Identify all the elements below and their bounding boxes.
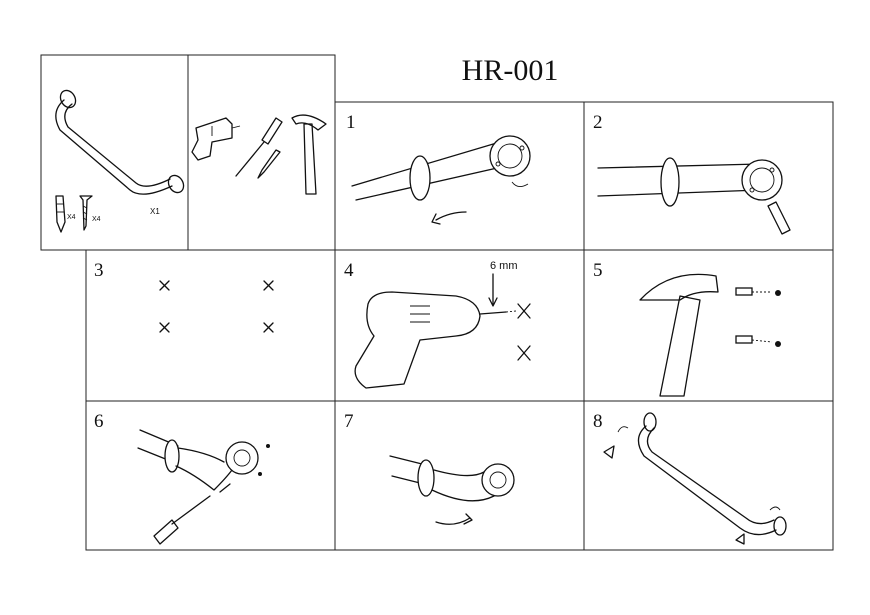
pencil-tool-icon [257, 149, 281, 179]
step-3-number: 3 [94, 260, 104, 281]
step-5-illustration [639, 273, 781, 397]
anchor-quantity: X4 [67, 214, 76, 221]
step-2-number: 2 [593, 112, 603, 133]
anchor-icon [735, 287, 781, 347]
rotate-arrow-icon [435, 211, 467, 221]
drill-tool-icon [191, 117, 241, 161]
arrow-icon [603, 445, 615, 459]
arrow-icon [735, 533, 745, 545]
screw-quantity: X4 [92, 216, 101, 223]
step-1-number: 1 [346, 112, 356, 133]
step-8-illustration [603, 412, 787, 545]
step-4-number: 4 [344, 260, 354, 281]
wall-anchor-icon [55, 195, 66, 233]
step-3-marks [159, 280, 274, 333]
screw-icon [79, 195, 93, 231]
pencil-icon [767, 201, 791, 235]
step-6-illustration [137, 429, 270, 545]
grab-bar-icon [55, 89, 185, 195]
hammer-tool-icon [291, 114, 327, 195]
screwdriver-icon [171, 495, 211, 525]
step-5-number: 5 [593, 260, 603, 281]
panel-grid [40, 54, 834, 551]
step-4-illustration [354, 273, 531, 389]
step-8-number: 8 [593, 411, 603, 432]
screwdriver-tool-icon [235, 117, 283, 177]
step-7-number: 7 [344, 411, 354, 432]
bar-quantity: X1 [150, 207, 160, 216]
step-6-number: 6 [94, 411, 104, 432]
step-1-illustration [351, 135, 531, 225]
step-2-illustration [597, 157, 791, 235]
steps-rows-frame [85, 249, 834, 551]
drill-bit-size: 6 mm [490, 260, 518, 272]
model-title: HR-001 [461, 54, 559, 87]
rotate-arrow-icon [435, 517, 471, 525]
step-7-illustration [389, 455, 515, 525]
